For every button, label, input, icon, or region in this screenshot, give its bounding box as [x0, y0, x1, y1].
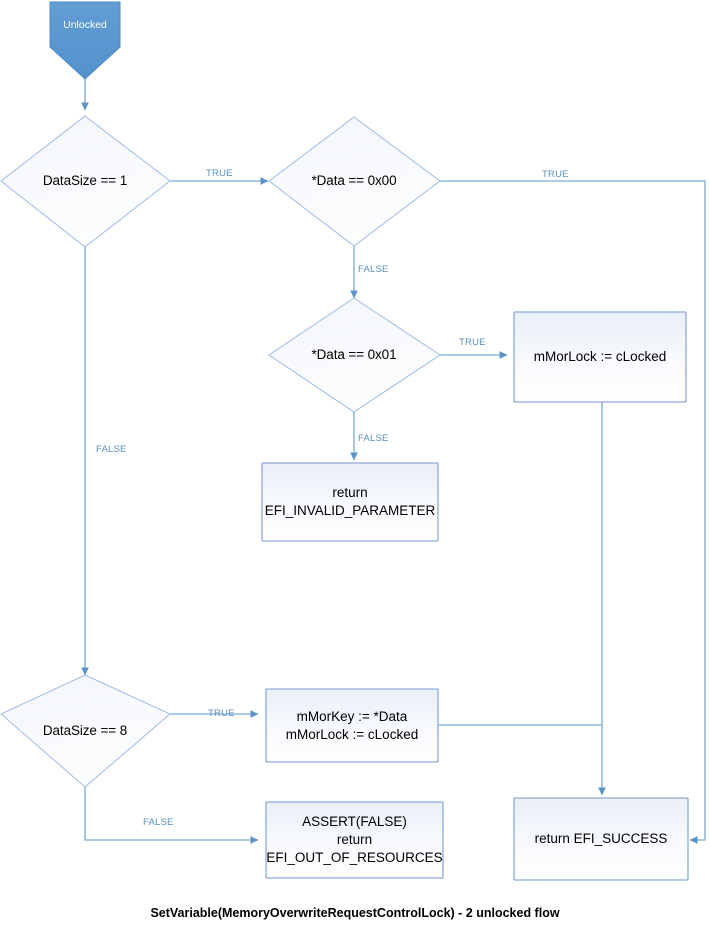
- process-morkey-assign-shape: [265, 688, 439, 763]
- process-morlock-clocked-shape: [513, 311, 687, 403]
- decision-datasize8-shape: [0, 674, 171, 788]
- decision-datasize1-shape: [0, 115, 171, 248]
- decision-data01-shape: [268, 297, 441, 413]
- connector-datasize8-false: [84, 780, 259, 844]
- connector-data00-true: [440, 180, 706, 844]
- diagram-caption: SetVariable(MemoryOverwriteRequestContro…: [150, 906, 560, 920]
- process-success-shape: [513, 797, 689, 881]
- decision-data00-shape: [268, 116, 441, 247]
- process-invalid-parameter-shape: [261, 462, 439, 542]
- process-out-of-resources-shape: [265, 801, 444, 879]
- start-node-unlocked: [49, 1, 121, 80]
